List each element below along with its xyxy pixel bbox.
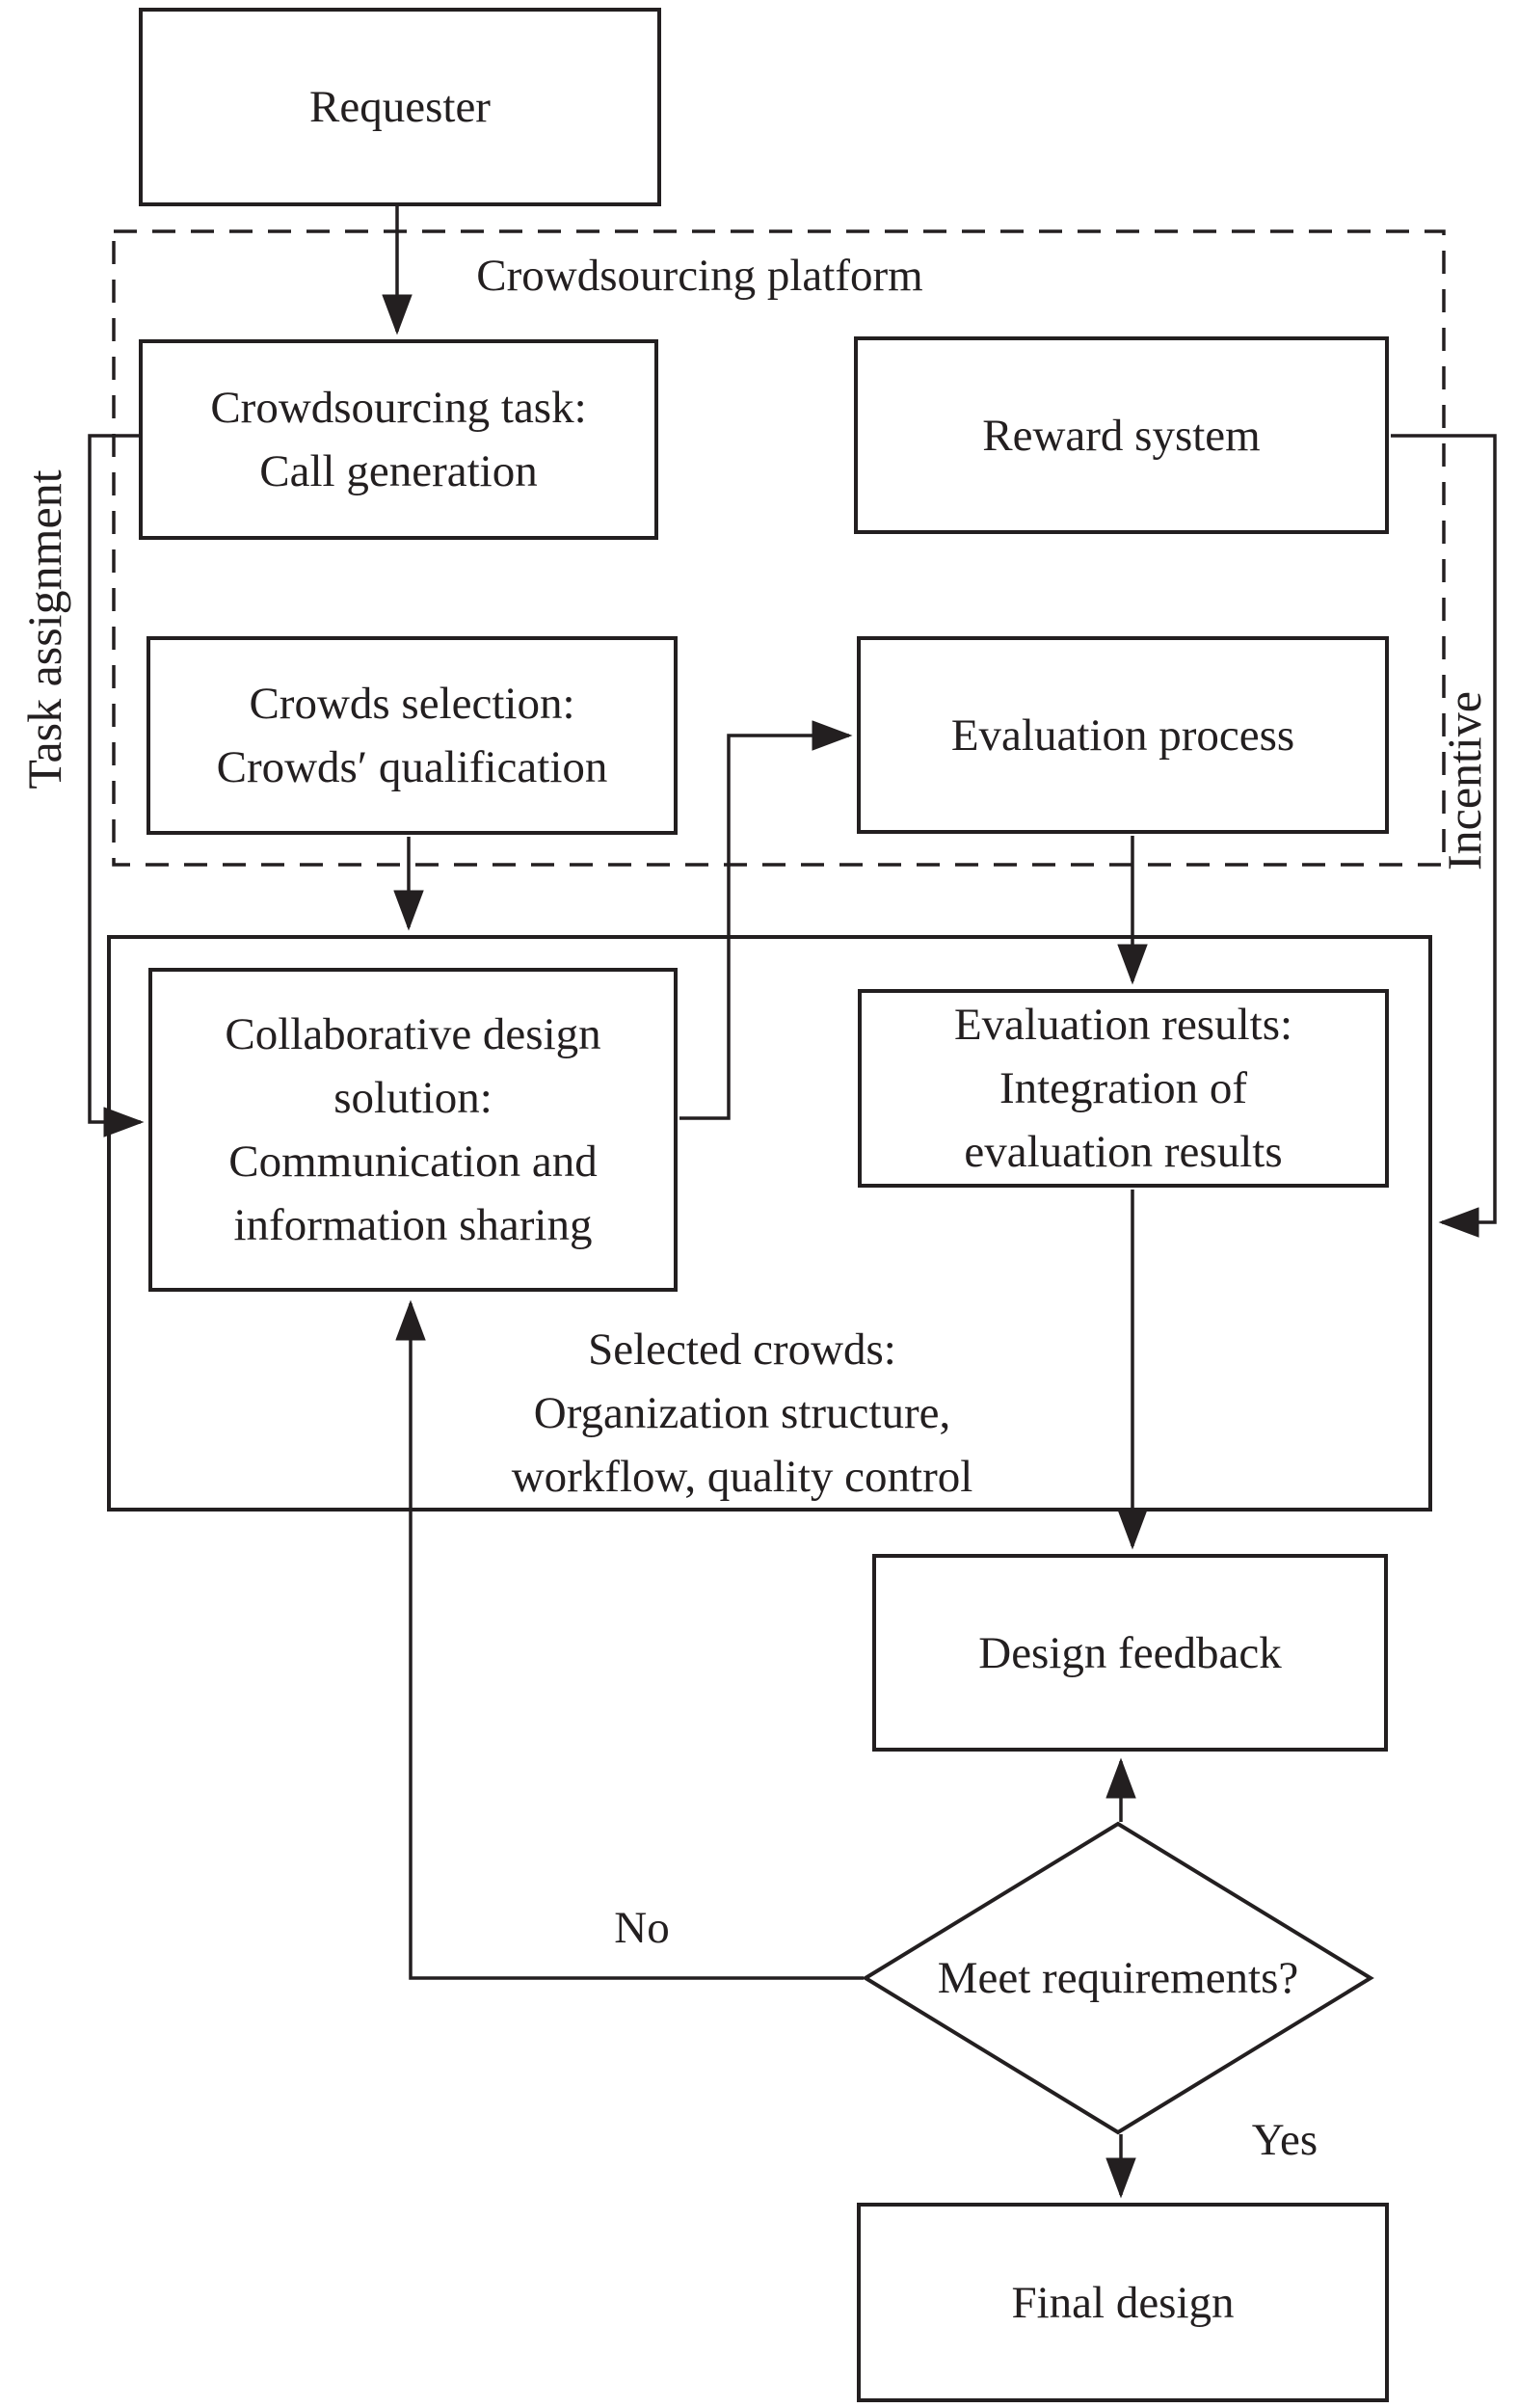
collaborative-design-text-line3: Communication and: [228, 1137, 598, 1187]
evaluation-results-box: Evaluation results: Integration of evalu…: [858, 989, 1389, 1188]
evaluation-results-text-line1: Evaluation results:: [953, 1000, 1293, 1050]
yes-label: Yes: [1251, 2115, 1318, 2165]
final-design-box: Final design: [857, 2203, 1389, 2402]
meet-requirements-diamond: [862, 1821, 1374, 2135]
design-feedback-box: Design feedback: [872, 1554, 1388, 1752]
crowds-selection-box: Crowds selection: Crowds′ qualification: [146, 636, 678, 835]
crowds-selection-text-line2: Crowds′ qualification: [216, 742, 608, 792]
incentive-label: Incentive: [1437, 690, 1491, 871]
design-feedback-text: Design feedback: [978, 1627, 1282, 1678]
selected-crowds-line2: Organization structure,: [533, 1388, 951, 1438]
evaluation-process-text: Evaluation process: [950, 709, 1295, 761]
selected-crowds-line3: workflow, quality control: [511, 1452, 973, 1502]
crowdsourcing-platform-dashed-box: [112, 229, 1446, 867]
collaborative-design-text-line1: Collaborative design: [225, 1009, 601, 1059]
requester-box: Requester: [139, 8, 661, 206]
crowds-selection-text-line1: Crowds selection:: [249, 679, 575, 729]
crowdsourcing-task-text-line2: Call generation: [259, 446, 538, 496]
crowdsourcing-task-box: Crowdsourcing task: Call generation: [139, 339, 658, 540]
task-assignment-label: Task assignment: [17, 469, 71, 789]
final-design-text: Final design: [1011, 2277, 1235, 2328]
evaluation-results-text-line2: Integration of: [999, 1063, 1248, 1113]
evaluation-process-box: Evaluation process: [857, 636, 1389, 834]
crowdsourcing-task-text-line1: Crowdsourcing task:: [210, 383, 587, 433]
collaborative-design-box: Collaborative design solution: Communica…: [148, 968, 678, 1292]
collaborative-design-text-line2: solution:: [333, 1073, 493, 1123]
requester-text: Requester: [309, 82, 491, 132]
meet-requirements-text: Meet requirements?: [937, 1953, 1299, 2003]
no-label: No: [614, 1903, 670, 1953]
arrow-collaborative-to-evaluation-process: [679, 720, 853, 1120]
arrow-no-feedback-loop: [395, 1299, 864, 1980]
selected-crowds-line1: Selected crowds:: [588, 1324, 896, 1375]
arrow-task-assignment: [88, 434, 145, 1137]
evaluation-results-text-line3: evaluation results: [964, 1127, 1283, 1177]
reward-system-text: Reward system: [982, 410, 1261, 461]
platform-label: Crowdsourcing platform: [476, 251, 923, 301]
collaborative-design-text-line4: information sharing: [233, 1200, 593, 1250]
reward-system-box: Reward system: [854, 336, 1389, 534]
selected-crowds-label: Selected crowds: Organization structure,…: [512, 1318, 973, 1509]
arrow-incentive: [1391, 434, 1497, 1238]
